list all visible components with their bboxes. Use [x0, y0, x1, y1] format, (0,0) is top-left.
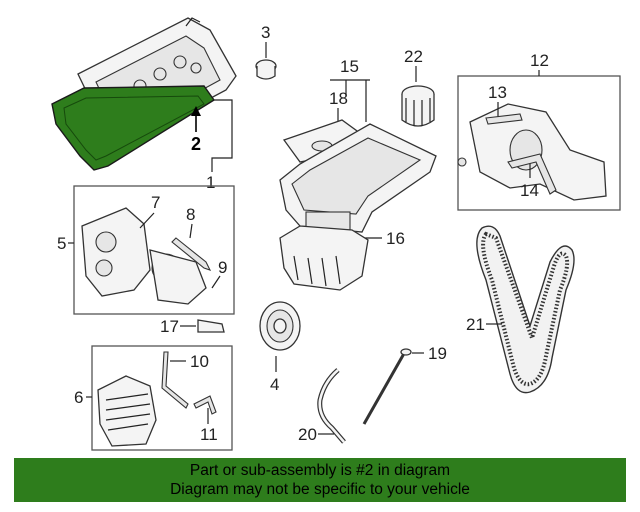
callout-1-leader	[211, 99, 233, 172]
upper-timing-cover[interactable]	[81, 207, 207, 305]
callout-18: 18	[329, 89, 348, 108]
dipstick-tube[interactable]	[317, 368, 346, 444]
callout-12: 12	[530, 51, 549, 70]
diagram-notice-banner: Part or sub-assembly is #2 in diagram Di…	[14, 458, 626, 502]
timing-belt[interactable]	[476, 225, 575, 394]
callout-7-leader	[139, 212, 155, 229]
callout-9-leader	[211, 275, 221, 289]
callout-13: 13	[488, 83, 507, 102]
callout-14: 14	[520, 181, 539, 200]
callout-17: 17	[160, 317, 179, 336]
parts-diagram: 1 2 3 5 7 8 9 17 6 10 11	[51, 17, 621, 451]
callout-15: 15	[340, 57, 359, 76]
callout-3: 3	[261, 23, 270, 42]
callout-11: 11	[200, 425, 218, 444]
callout-21: 21	[466, 315, 485, 334]
upper-oil-pan[interactable]	[279, 123, 437, 233]
timing-case-gasket-13[interactable]	[485, 113, 523, 125]
valve-cover-gasket-highlighted[interactable]	[51, 85, 216, 171]
timing-case-gasket-14[interactable]	[507, 153, 557, 195]
crankshaft-pulley[interactable]	[259, 301, 301, 351]
timing-cover-group-box	[73, 185, 235, 315]
callout-6: 6	[74, 388, 83, 407]
callout-8: 8	[186, 205, 195, 224]
callout-4: 4	[270, 375, 279, 394]
lower-cover-group-box	[91, 345, 233, 451]
timing-cover-gasket[interactable]	[171, 237, 212, 271]
callout-16: 16	[386, 229, 405, 248]
banner-line-1: Part or sub-assembly is #2 in diagram	[189, 462, 451, 479]
callout-19: 19	[428, 344, 447, 363]
sensor-17[interactable]	[197, 319, 225, 333]
callout-2: 2	[191, 134, 201, 154]
callout-20: 20	[298, 425, 317, 444]
timing-gasket-10[interactable]	[161, 351, 189, 409]
callout-7: 7	[151, 193, 160, 212]
lower-oil-pan[interactable]	[279, 225, 369, 291]
oil-dipstick[interactable]	[362, 348, 412, 425]
lower-timing-cover[interactable]	[97, 375, 157, 447]
oil-filler-cap[interactable]	[255, 59, 277, 80]
callout-15-leader	[330, 79, 370, 122]
oil-filter[interactable]	[401, 85, 435, 127]
callout-5: 5	[57, 234, 66, 253]
callout-1: 1	[206, 173, 215, 192]
callout-22: 22	[404, 47, 423, 66]
timing-gasket-11[interactable]	[193, 395, 217, 415]
callout-9: 9	[218, 258, 227, 277]
banner-line-2: Diagram may not be specific to your vehi…	[170, 481, 470, 498]
callout-2-arrowhead	[191, 106, 201, 116]
callout-10: 10	[190, 352, 209, 371]
callout-8-leader	[189, 223, 193, 239]
